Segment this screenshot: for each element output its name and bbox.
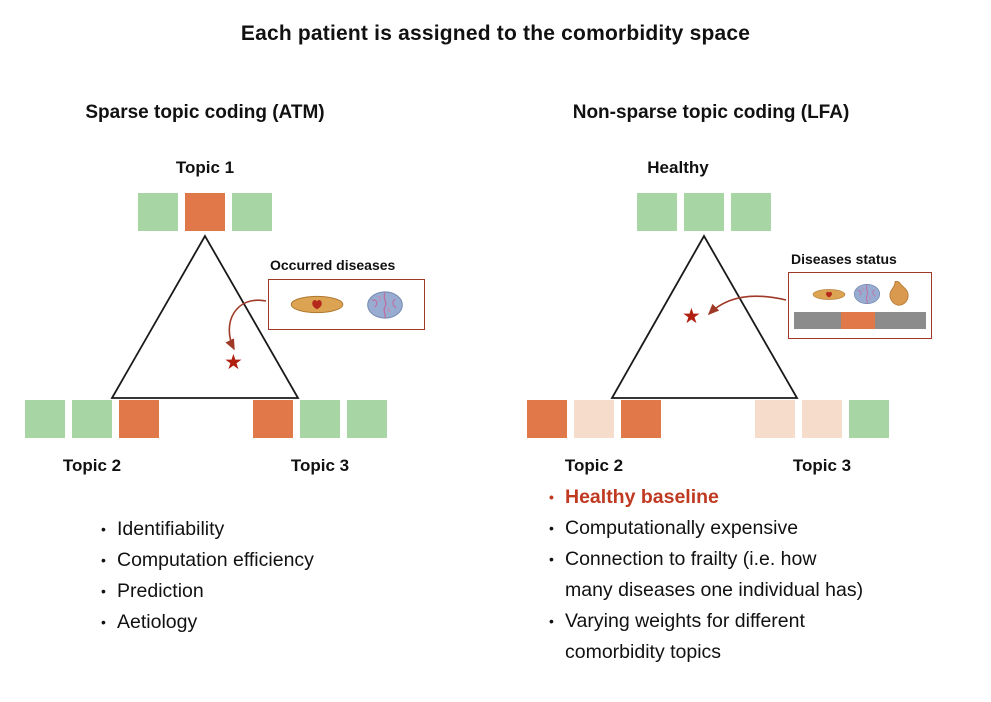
right-assignment-arrow (707, 295, 787, 316)
right-bullet-list: Healthy baseline Computationally expensi… (545, 482, 980, 668)
stomach-icon (889, 281, 909, 306)
topic-weight-square-orange (185, 193, 225, 231)
bullet-prediction: Prediction (97, 576, 427, 607)
bullet-identifiability: Identifiability (97, 514, 427, 545)
left-patient-star: ★ (224, 351, 243, 374)
bullet-computation-efficiency: Computation efficiency (97, 545, 427, 576)
muscle-icon (291, 295, 344, 314)
topic-weight-square-green (637, 193, 677, 231)
left-assignment-arrow (225, 299, 267, 351)
topic-weight-square-green (347, 400, 387, 438)
left-panel-heading: Sparse topic coding (ATM) (85, 102, 325, 123)
brain-icon (366, 290, 403, 319)
disease-icons-row (794, 281, 926, 307)
topic-weight-square-green (72, 400, 112, 438)
topic-weight-square-pale (802, 400, 842, 438)
right-panel-heading: Non-sparse topic coding (LFA) (572, 102, 850, 123)
topic-weight-square-green (300, 400, 340, 438)
topic-weight-square-green (138, 193, 178, 231)
muscle-icon (812, 288, 845, 300)
right-patient-star: ★ (682, 305, 701, 328)
topic-weight-square-green (731, 193, 771, 231)
bullet-connection-to-frailty: Connection to frailty (i.e. how many dis… (545, 544, 980, 606)
right-topic2-squares (527, 400, 661, 438)
topic-weight-square-orange (253, 400, 293, 438)
right-simplex-triangle (610, 234, 799, 399)
brain-icon (853, 284, 880, 304)
topic-weight-square-green (684, 193, 724, 231)
right-topic2-label: Topic 2 (564, 456, 624, 475)
topic-weight-square-green (232, 193, 272, 231)
topic-weight-square-pale (755, 400, 795, 438)
right-callout-label: Diseases status (791, 251, 897, 267)
right-callout-box (788, 272, 932, 339)
bullet-aetiology: Aetiology (97, 607, 427, 638)
status-segment-gray (875, 312, 926, 329)
left-callout-label: Occurred diseases (270, 257, 396, 273)
left-topic3-label: Topic 3 (290, 456, 350, 475)
left-topic1-squares (138, 193, 272, 231)
bullet-computationally-expensive: Computationally expensive (545, 513, 980, 544)
status-segment-orange (841, 312, 876, 329)
left-topic3-squares (253, 400, 387, 438)
left-bullet-list: Identifiability Computation efficiency P… (97, 514, 427, 638)
status-segment-gray (794, 312, 842, 329)
right-healthy-squares (637, 193, 771, 231)
right-topic3-label: Topic 3 (792, 456, 852, 475)
right-healthy-label: Healthy (647, 158, 709, 177)
main-title: Each patient is assigned to the comorbid… (240, 22, 751, 45)
topic-weight-square-orange (621, 400, 661, 438)
topic-weight-square-orange (119, 400, 159, 438)
topic-weight-square-green (25, 400, 65, 438)
disease-status-bar (794, 312, 926, 329)
left-topic2-squares (25, 400, 159, 438)
left-topic1-label: Topic 1 (175, 158, 235, 177)
topic-weight-square-green (849, 400, 889, 438)
bullet-varying-weights: Varying weights for different comorbidit… (545, 606, 980, 668)
left-topic2-label: Topic 2 (62, 456, 122, 475)
topic-weight-square-orange (527, 400, 567, 438)
topic-weight-square-pale (574, 400, 614, 438)
bullet-healthy-baseline: Healthy baseline (545, 482, 980, 513)
left-callout-box (268, 279, 425, 330)
right-topic3-squares (755, 400, 889, 438)
